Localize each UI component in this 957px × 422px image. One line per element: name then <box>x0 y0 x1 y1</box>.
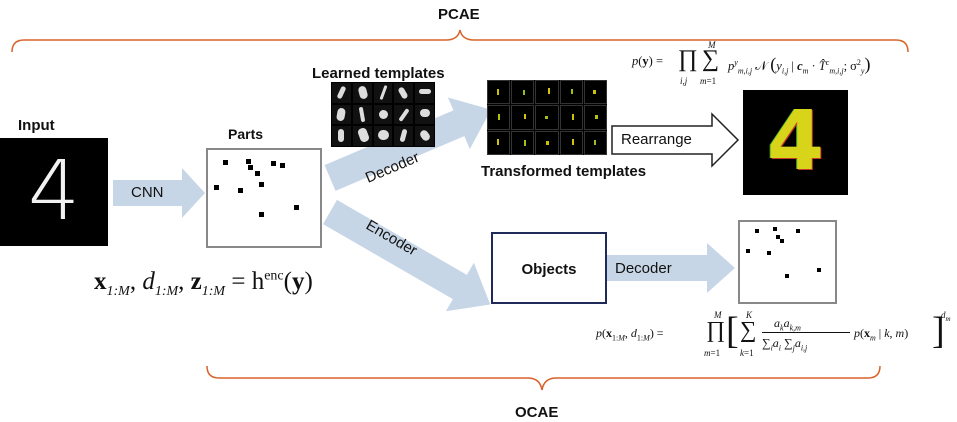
rearrange-arrow <box>611 112 740 168</box>
reconstructed-parts-box <box>738 220 837 304</box>
encoder-equation: x1:M, d1:M, z1:M = henc(y) <box>94 268 313 299</box>
objects-box: Objects <box>491 232 607 304</box>
reconstructed-point <box>776 235 780 239</box>
transformed-templates-label: Transformed templates <box>481 163 647 180</box>
template-cell <box>415 83 434 103</box>
part-point <box>238 188 243 193</box>
reconstructed-point <box>780 239 784 243</box>
reconstruction-digit: 4 <box>766 94 825 189</box>
transformed-cell <box>535 130 559 155</box>
objects-label: Objects <box>521 261 577 278</box>
parts-box <box>206 148 322 248</box>
template-cell <box>352 104 372 125</box>
transformed-cell <box>487 105 511 130</box>
template-cell <box>373 83 393 103</box>
transformed-cell <box>583 80 607 105</box>
template-cell <box>332 83 351 103</box>
template-cell <box>394 126 414 146</box>
transformed-cell <box>583 130 607 155</box>
reconstructed-point <box>817 268 821 272</box>
template-cell <box>373 104 393 125</box>
pcae-brace <box>11 29 909 53</box>
transformed-cell <box>559 130 583 155</box>
decoder-bottom-label: Decoder <box>615 260 672 277</box>
part-point <box>246 159 251 164</box>
rearrange-label: Rearrange <box>621 131 692 148</box>
transformed-cell <box>535 105 559 130</box>
learned-templates-grid <box>331 82 435 147</box>
reconstructed-point <box>785 274 789 278</box>
transformed-cell <box>511 130 535 155</box>
input-label: Input <box>18 117 55 134</box>
transformed-cell <box>535 80 559 105</box>
template-cell <box>415 126 434 146</box>
learned-templates-label: Learned templates <box>312 65 445 82</box>
part-point <box>248 165 253 170</box>
ocae-brace <box>206 365 881 391</box>
template-cell <box>415 104 434 125</box>
encoder-arrow <box>323 199 491 312</box>
transformed-cell <box>487 130 511 155</box>
ocae-likelihood-equation: p(x1:M, d1:M) = M ∏ m=1 [ K ∑ k=1 akak,m… <box>596 310 951 358</box>
ocae-label: OCAE <box>515 404 559 421</box>
pcae-label: PCAE <box>438 6 480 23</box>
reconstructed-point <box>773 227 777 231</box>
reconstructed-point <box>755 229 759 233</box>
input-digit: 4 <box>27 144 81 239</box>
cnn-arrow <box>113 168 205 218</box>
transformed-cell <box>487 80 511 105</box>
part-point <box>259 212 264 217</box>
part-point <box>259 182 264 187</box>
cnn-label: CNN <box>131 184 164 201</box>
transformed-templates-grid <box>487 80 607 155</box>
decoder-bottom-arrow <box>603 243 735 293</box>
template-cell <box>394 83 414 103</box>
template-cell <box>332 104 351 125</box>
reconstruction-image: 4 <box>743 90 848 195</box>
template-cell <box>373 126 393 146</box>
template-cell <box>352 83 372 103</box>
part-point <box>214 185 219 190</box>
transformed-cell <box>583 105 607 130</box>
part-point <box>223 160 228 165</box>
transformed-cell <box>511 105 535 130</box>
reconstructed-point <box>796 229 800 233</box>
transformed-cell <box>511 80 535 105</box>
template-cell <box>352 126 372 146</box>
transformed-cell <box>559 105 583 130</box>
parts-label: Parts <box>228 126 264 142</box>
reconstructed-point <box>767 251 771 255</box>
template-cell <box>394 104 414 125</box>
part-point <box>294 205 299 210</box>
part-point <box>271 161 276 166</box>
input-digit-image: 4 <box>0 138 108 246</box>
reconstructed-point <box>746 249 750 253</box>
template-cell <box>332 126 351 146</box>
part-point <box>280 163 285 168</box>
transformed-cell <box>559 80 583 105</box>
part-point <box>255 171 260 176</box>
